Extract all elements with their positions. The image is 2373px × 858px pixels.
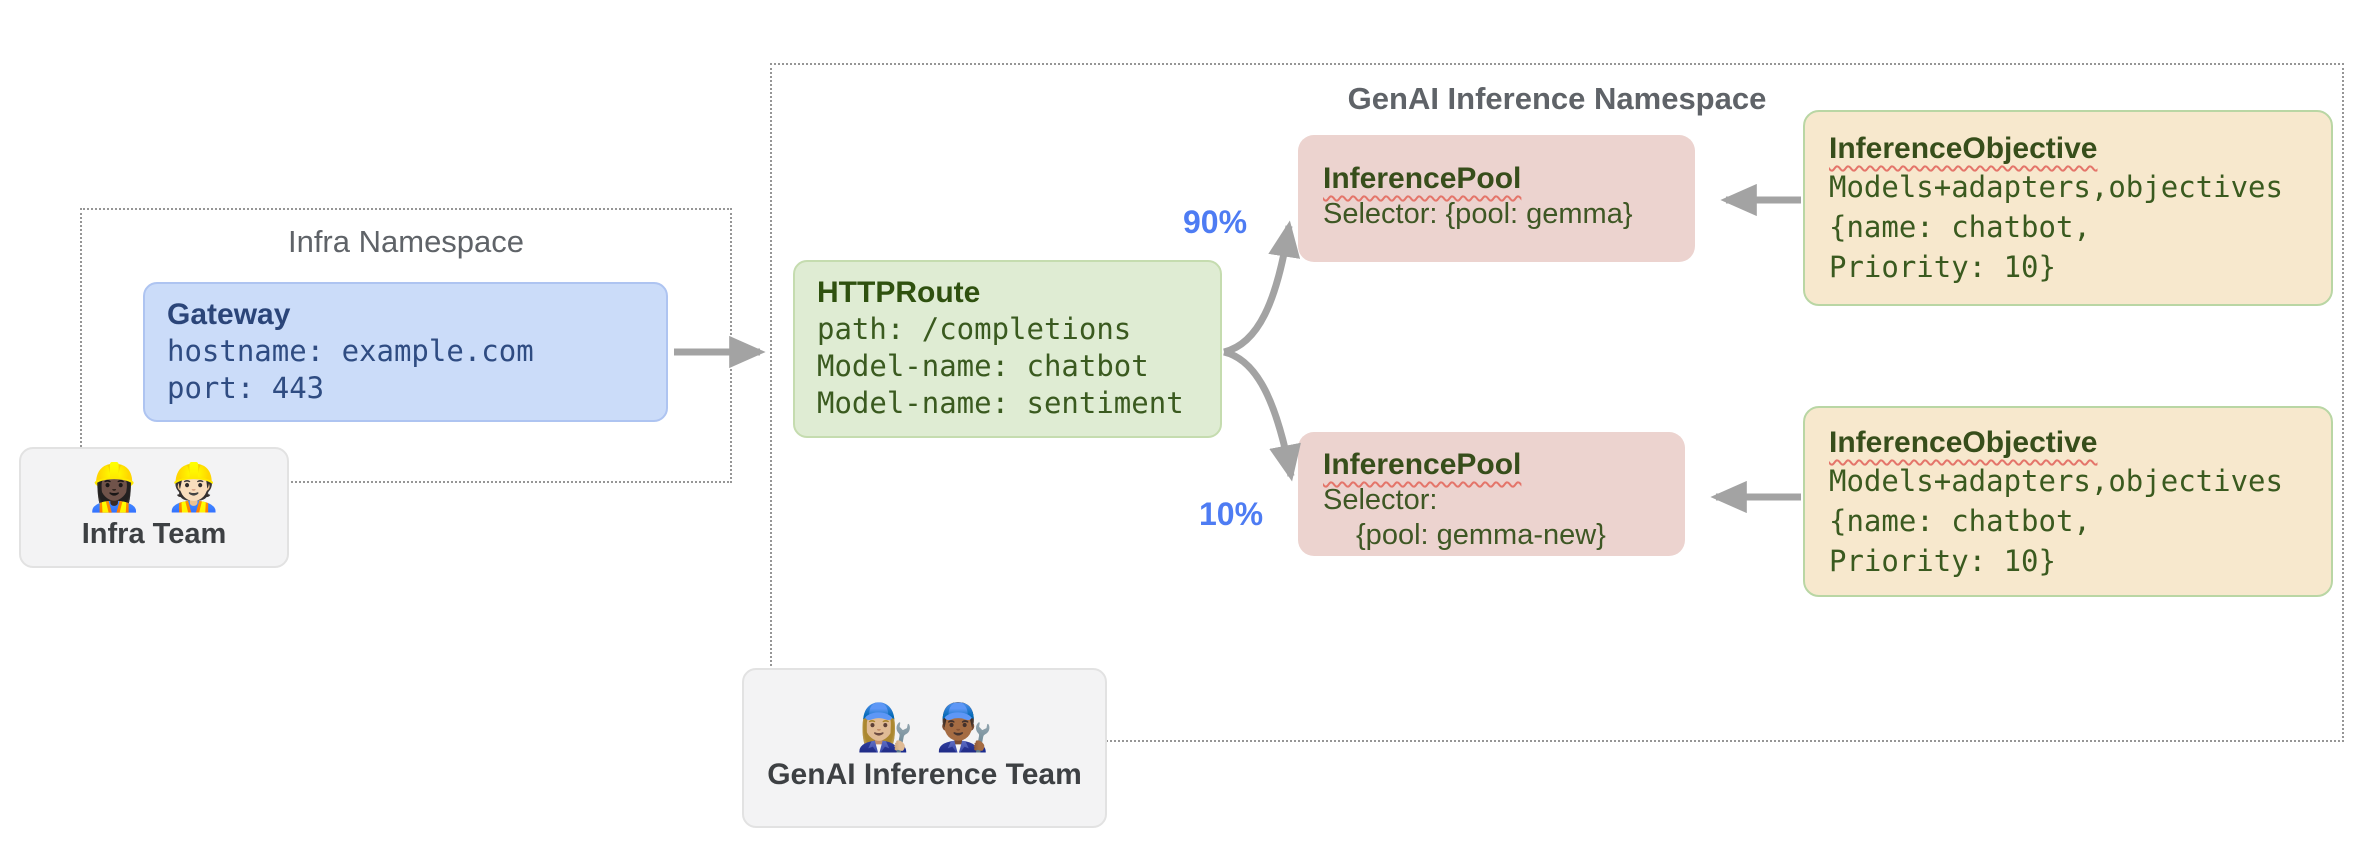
mechanic-woman-icon: 👩🏼‍🔧 — [856, 701, 914, 753]
gateway-title: Gateway — [167, 298, 291, 331]
inference-pool-selector: Selector: {pool: gemma} — [1323, 198, 1633, 230]
objective-priority-line: Priority: 10} — [1829, 250, 2056, 284]
genai-namespace-label: GenAI Inference Namespace — [1347, 81, 1767, 116]
gateway-port: port: 443 — [167, 371, 325, 405]
inference-pool-selector: Selector: — [1323, 484, 1438, 516]
inference-objective-card-top: InferenceObjective Models+adapters,objec… — [1803, 110, 2333, 306]
infra-team-avatars: 👷🏿‍♀️ 👷🏻 — [86, 464, 223, 510]
infra-team-card: 👷🏿‍♀️ 👷🏻 Infra Team — [19, 447, 289, 568]
httproute-title: HTTPRoute — [817, 276, 981, 309]
genai-team-label: GenAI Inference Team — [767, 758, 1082, 791]
genai-namespace-box: GenAI Inference Namespace — [770, 63, 2344, 742]
httproute-model-2: Model-name: sentiment — [817, 386, 1184, 420]
objective-models-line: Models+adapters,objectives — [1829, 170, 2283, 204]
objective-models-line: Models+adapters,objectives — [1829, 464, 2283, 498]
inference-pool-title: InferencePool — [1323, 448, 1522, 481]
gateway-card: Gateway hostname: example.com port: 443 — [143, 282, 668, 422]
httproute-card: HTTPRoute path: /completions Model-name:… — [793, 260, 1222, 438]
infra-team-label: Infra Team — [81, 518, 227, 550]
inference-pool-selector-value: {pool: gemma-new} — [1356, 519, 1606, 551]
inference-objective-title: InferenceObjective — [1829, 132, 2098, 165]
infra-namespace-label: Infra Namespace — [287, 224, 525, 259]
genai-team-avatars: 👩🏼‍🔧 👨🏾‍🔧 — [856, 704, 993, 750]
gateway-hostname: hostname: example.com — [167, 334, 534, 368]
inference-pool-card-top: InferencePool Selector: {pool: gemma} — [1298, 135, 1695, 262]
objective-name-line: {name: chatbot, — [1829, 210, 2091, 244]
traffic-split-10-label: 10% — [1199, 496, 1264, 532]
genai-team-card: 👩🏼‍🔧 👨🏾‍🔧 GenAI Inference Team — [742, 668, 1107, 828]
infra-namespace-box: Infra Namespace — [80, 208, 732, 483]
construction-worker-man-icon: 👷🏻 — [165, 461, 223, 513]
traffic-split-90-label: 90% — [1183, 204, 1248, 240]
inference-objective-title: InferenceObjective — [1829, 426, 2098, 459]
httproute-path: path: /completions — [817, 312, 1132, 346]
inference-pool-title: InferencePool — [1323, 162, 1522, 195]
objective-priority-line: Priority: 10} — [1829, 544, 2056, 578]
httproute-model-1: Model-name: chatbot — [817, 349, 1149, 383]
inference-pool-card-bottom: InferencePool Selector: {pool: gemma-new… — [1298, 432, 1685, 556]
construction-worker-woman-icon: 👷🏿‍♀️ — [85, 461, 143, 513]
inference-objective-card-bottom: InferenceObjective Models+adapters,objec… — [1803, 406, 2333, 597]
objective-name-line: {name: chatbot, — [1829, 504, 2091, 538]
mechanic-man-icon: 👨🏾‍🔧 — [935, 701, 993, 753]
